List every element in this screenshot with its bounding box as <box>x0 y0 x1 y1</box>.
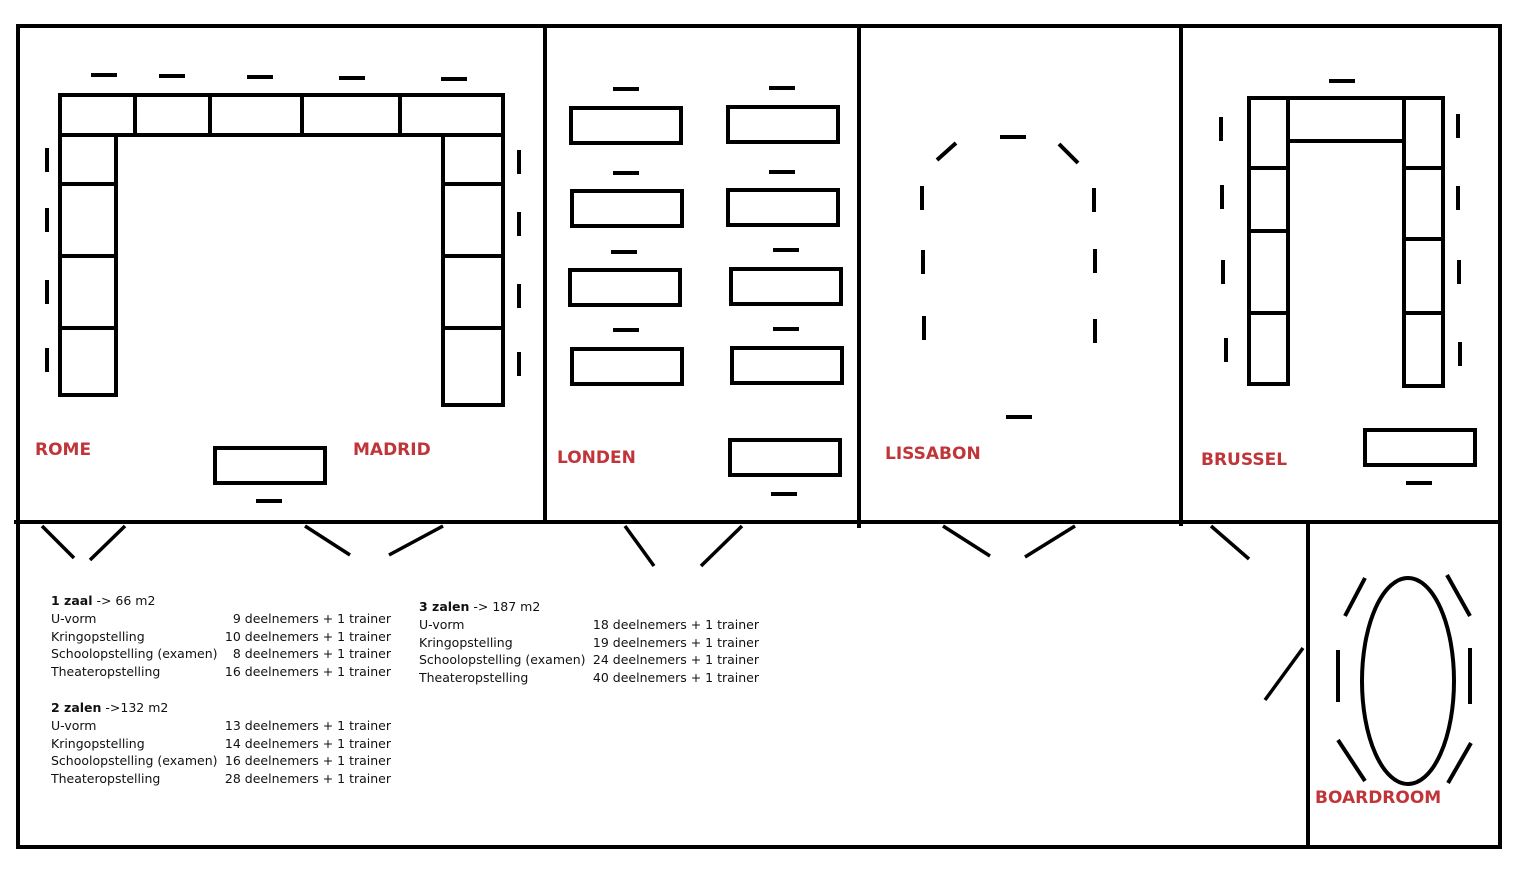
room-label-madrid: MADRID <box>353 440 431 460</box>
list-item: Schoolopstelling (examen)24 deelnemers +… <box>419 652 759 668</box>
capacity-two-rooms-title: 2 zalen ->132 m2 <box>51 700 169 715</box>
list-item: Schoolopstelling (examen)16 deelnemers +… <box>51 753 391 769</box>
room-label-lissabon: LISSABON <box>885 444 981 464</box>
brussel-u-tables <box>1247 96 1477 467</box>
boardroom-chairs <box>1336 574 1473 784</box>
room-label-boardroom: BOARDROOM <box>1315 788 1441 808</box>
outer-wall <box>16 24 1502 849</box>
rome-madrid-u-tables <box>58 93 505 485</box>
list-item: Schoolopstelling (examen)8 deelnemers + … <box>51 646 391 662</box>
capacity-one-room-title: 1 zaal -> 66 m2 <box>51 593 156 608</box>
doors <box>40 524 1305 702</box>
londen-tables <box>568 105 844 477</box>
room-label-londen: LONDEN <box>557 448 636 468</box>
lissabon-chairs <box>920 135 1097 419</box>
rome-madrid-chairs <box>45 73 521 503</box>
brussel-chairs <box>1219 79 1462 485</box>
capacity-three-rooms-title: 3 zalen -> 187 m2 <box>419 599 541 614</box>
room-label-brussel: BRUSSEL <box>1201 450 1287 470</box>
boardroom-table <box>1360 576 1456 786</box>
room-label-rome: ROME <box>35 440 91 460</box>
londen-chairs <box>611 86 799 496</box>
